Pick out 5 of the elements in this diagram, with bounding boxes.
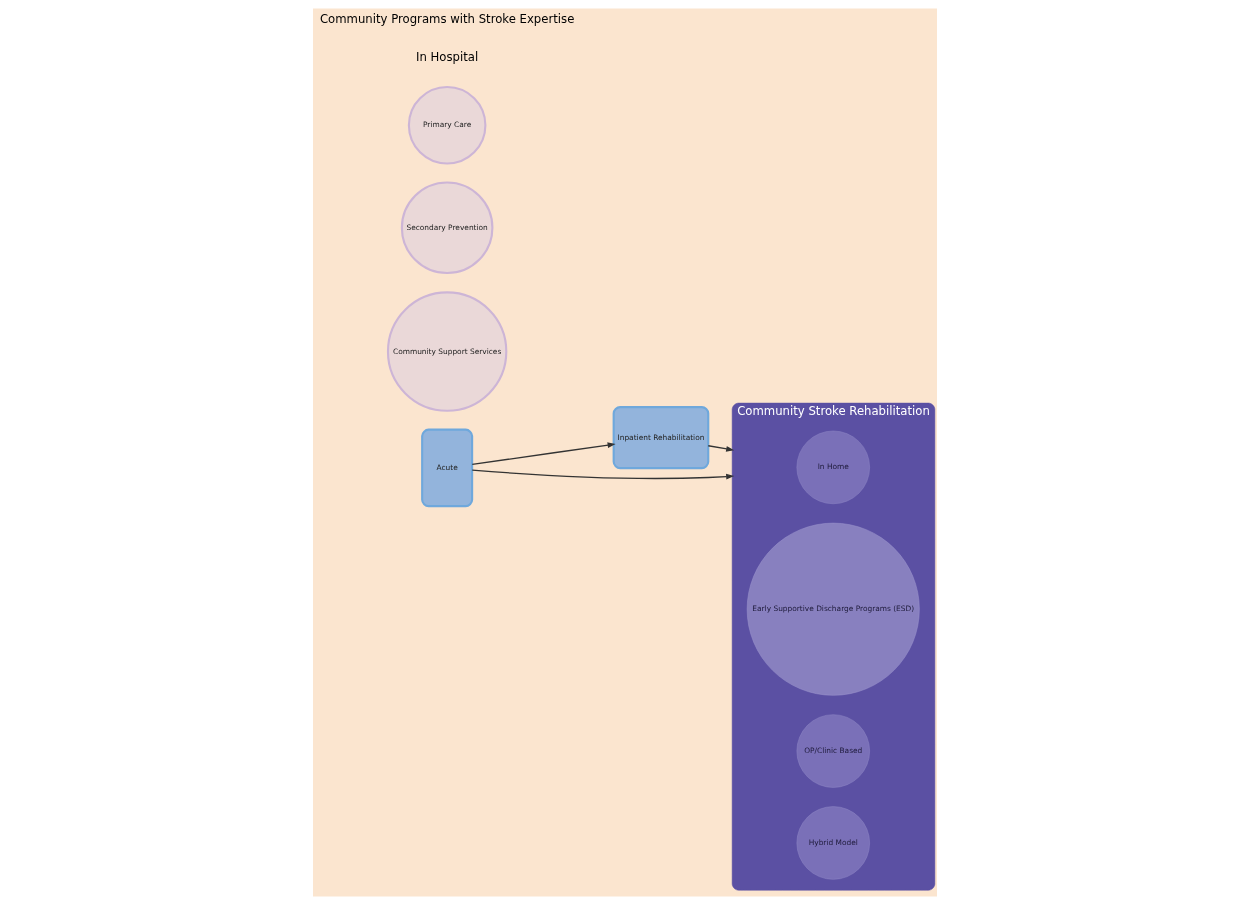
arrow [707,445,735,452]
label: Community Programs with Stroke Expertise [319,12,575,27]
label: In Hospital [416,50,479,65]
arrow [471,469,735,480]
arrow [471,442,616,466]
